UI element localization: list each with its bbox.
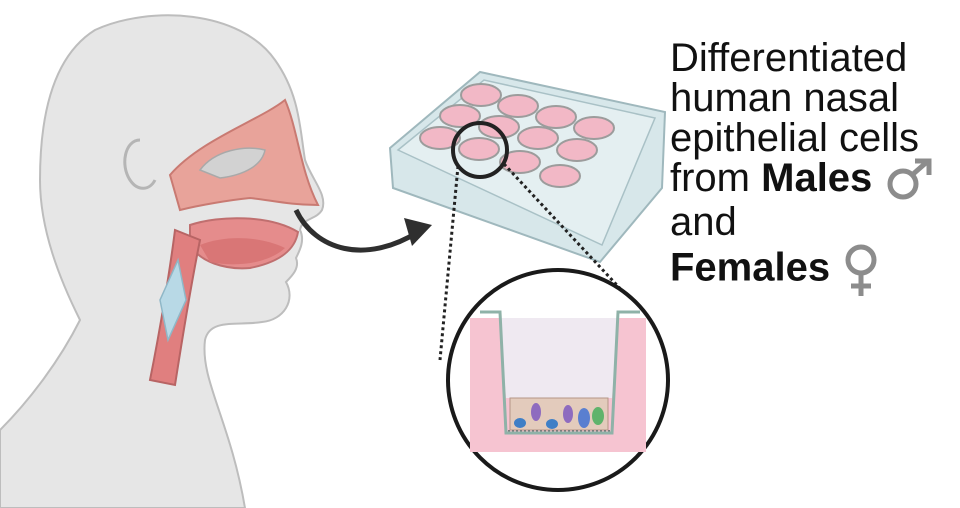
- caption-line-2: human nasal: [670, 78, 955, 118]
- caption-line-3: epithelial cells: [670, 118, 955, 158]
- male-symbol-icon: [883, 158, 935, 202]
- caption-line-6: Females: [670, 242, 955, 298]
- insert-upper-space: [500, 318, 618, 398]
- caption-line-4: from Males: [670, 158, 955, 202]
- female-symbol-icon: [841, 242, 881, 298]
- females-label: Females: [670, 246, 830, 290]
- human-head-profile: [0, 15, 323, 508]
- epithelial-cell-layer: [510, 398, 608, 430]
- caption-line-5: and: [670, 202, 955, 242]
- transwell-magnified-view: [448, 270, 668, 490]
- twelve-well-plate: [390, 72, 665, 262]
- caption-from: from: [670, 156, 761, 200]
- males-label: Males: [761, 156, 872, 200]
- head-silhouette: [0, 15, 323, 508]
- caption-text: Differentiated human nasal epithelial ce…: [670, 38, 955, 298]
- caption-line-1: Differentiated: [670, 38, 955, 78]
